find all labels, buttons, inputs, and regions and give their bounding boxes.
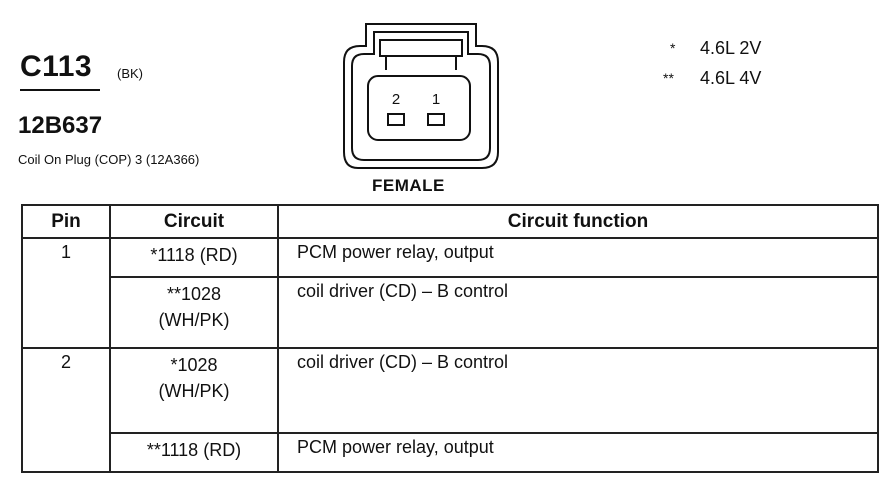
- table-row: **1028 (WH/PK) coil driver (CD) – B contr…: [21, 276, 879, 349]
- function-cell: coil driver (CD) – B control: [277, 276, 879, 349]
- circuit-cell: *1028 (WH/PK): [109, 347, 279, 434]
- header-circuit: Circuit: [109, 204, 279, 239]
- circuit-code: *1028: [170, 355, 218, 375]
- circuit-color: (WH/PK): [158, 381, 230, 401]
- connector-description: Coil On Plug (COP) 3 (12A366): [18, 152, 200, 167]
- pin-cell: 1: [21, 237, 111, 277]
- part-number: 12B637: [18, 112, 103, 139]
- connector-color: (BK): [117, 66, 143, 81]
- circuit-cell: **1028 (WH/PK): [109, 276, 279, 349]
- table-row: 1 *1118 (RD) PCM power relay, output: [21, 237, 879, 278]
- pin-cell: [21, 277, 111, 349]
- circuit-code: **1118 (RD): [146, 440, 242, 460]
- header-circuit-function: Circuit function: [277, 204, 879, 239]
- connector-id: C113: [20, 50, 93, 83]
- table-header-row: Pin Circuit Circuit function: [21, 204, 879, 239]
- function-cell: PCM power relay, output: [277, 432, 879, 473]
- circuit-code: **1028: [166, 284, 222, 304]
- table-row: 2 *1028 (WH/PK) coil driver (CD) – B cont…: [21, 347, 879, 434]
- legend-marker-2v: *: [670, 40, 676, 56]
- table-row: **1118 (RD) PCM power relay, output: [21, 432, 879, 473]
- circuit-cell: **1118 (RD): [109, 432, 279, 473]
- function-cell: PCM power relay, output: [277, 237, 879, 278]
- circuit-color: (WH/PK): [158, 310, 230, 330]
- header-pin: Pin: [21, 204, 111, 239]
- gender-label: FEMALE: [372, 176, 445, 195]
- pin-label-1: 1: [432, 91, 440, 108]
- circuit-code: *1118 (RD): [150, 245, 238, 265]
- circuit-cell: *1118 (RD): [109, 237, 279, 278]
- connector-id-underline: [20, 89, 100, 91]
- pin-cell: 2: [21, 347, 111, 433]
- pin-label-2: 2: [392, 91, 400, 108]
- pin-table: Pin Circuit Circuit function 1 *1118 (RD…: [21, 204, 879, 473]
- function-cell: coil driver (CD) – B control: [277, 347, 879, 434]
- pin-cell: [21, 433, 111, 473]
- legend-text-4v: 4.6L 4V: [700, 68, 762, 88]
- legend-text-2v: 4.6L 2V: [700, 38, 762, 58]
- connector-face-diagram: 2 1: [343, 23, 499, 169]
- legend-marker-4v: **: [663, 70, 674, 86]
